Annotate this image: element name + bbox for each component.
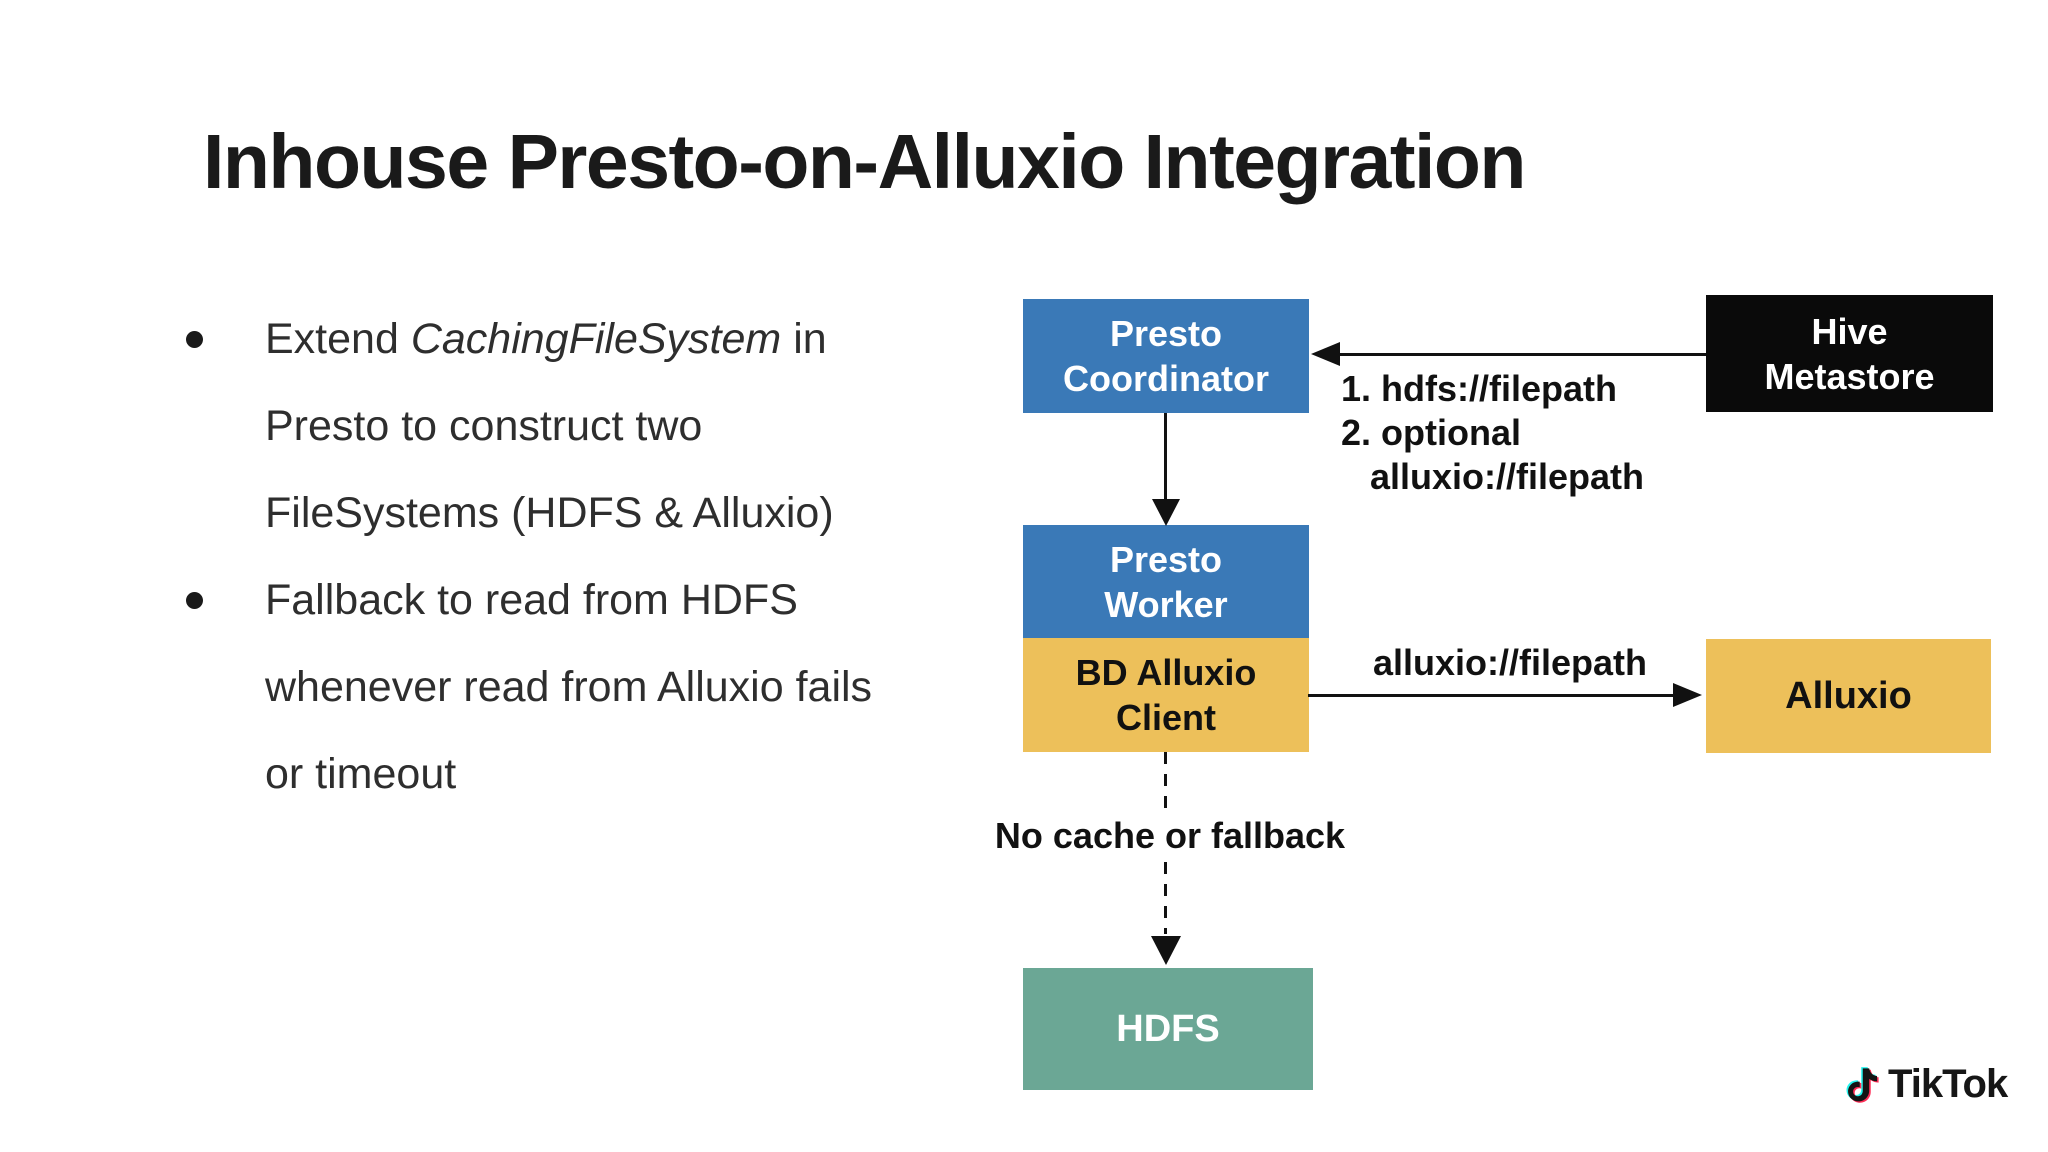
- bullet-2-line-2: whenever read from Alluxio fails: [265, 663, 873, 711]
- node-bd-alluxio-client: BD Alluxio Client: [1023, 638, 1309, 752]
- arrow-hive-to-coordinator: [1338, 353, 1706, 356]
- bullet-icon: [186, 331, 203, 348]
- arrowhead-left-icon: [1311, 342, 1340, 366]
- bullet-1-line-3: FileSystems (HDFS & Alluxio): [265, 489, 834, 537]
- node-label: HDFS: [1116, 1007, 1220, 1050]
- node-label: Presto: [1109, 538, 1223, 580]
- node-presto-worker: Presto Worker: [1023, 525, 1309, 638]
- node-label: Alluxio: [1785, 674, 1912, 717]
- node-presto-coordinator: Presto Coordinator: [1023, 299, 1309, 413]
- node-label: Metastore: [1764, 355, 1935, 397]
- node-hdfs: HDFS: [1023, 968, 1313, 1090]
- edge-label-hive-to-coordinator: 1. hdfs://filepath 2. optional alluxio:/…: [1341, 367, 1644, 499]
- bullet-icon: [186, 592, 203, 609]
- arrow-coordinator-to-worker: [1164, 413, 1167, 501]
- bullet-list: Extend CachingFileSystem in Presto to co…: [265, 296, 1055, 818]
- edge-label-line: 2. optional: [1341, 412, 1521, 453]
- edge-label-client-to-alluxio: alluxio://filepath: [1372, 642, 1648, 683]
- bullet-text: Extend: [265, 315, 411, 363]
- node-alluxio: Alluxio: [1706, 639, 1991, 753]
- bullet-1-line-2: Presto to construct two: [265, 402, 703, 450]
- node-label: Hive: [1811, 310, 1888, 352]
- edge-label-line: alluxio://filepath: [1370, 456, 1645, 497]
- arrowhead-down-icon: [1151, 936, 1181, 965]
- node-label: Client: [1115, 697, 1216, 738]
- bullet-text-italic: CachingFileSystem: [410, 315, 782, 363]
- edge-label-no-cache-or-fallback: No cache or fallback: [985, 812, 1355, 860]
- arrowhead-down-icon: [1152, 499, 1180, 526]
- bullet-1-line-1: Extend CachingFileSystem in: [265, 296, 1055, 383]
- edge-label-line: 1. hdfs://filepath: [1341, 368, 1618, 409]
- bullet-2-line-1: Fallback to read from HDFS: [265, 576, 798, 624]
- node-label: Presto: [1109, 313, 1223, 354]
- node-label: Coordinator: [1063, 358, 1269, 399]
- arrow-client-to-alluxio: [1308, 694, 1674, 697]
- bullet-text: in: [781, 315, 827, 363]
- arrowhead-right-icon: [1673, 683, 1702, 707]
- bullet-2-line-3: or timeout: [265, 750, 457, 798]
- node-hive-metastore: Hive Metastore: [1706, 295, 1993, 412]
- tiktok-logo: TikTok: [1838, 1058, 2008, 1110]
- node-label: BD Alluxio: [1075, 652, 1257, 693]
- tiktok-brand-text: TikTok: [1888, 1061, 2008, 1106]
- node-label: Worker: [1104, 583, 1228, 625]
- page-title: Inhouse Presto-on-Alluxio Integration: [203, 119, 1526, 205]
- tiktok-note-icon: [1846, 1067, 1879, 1103]
